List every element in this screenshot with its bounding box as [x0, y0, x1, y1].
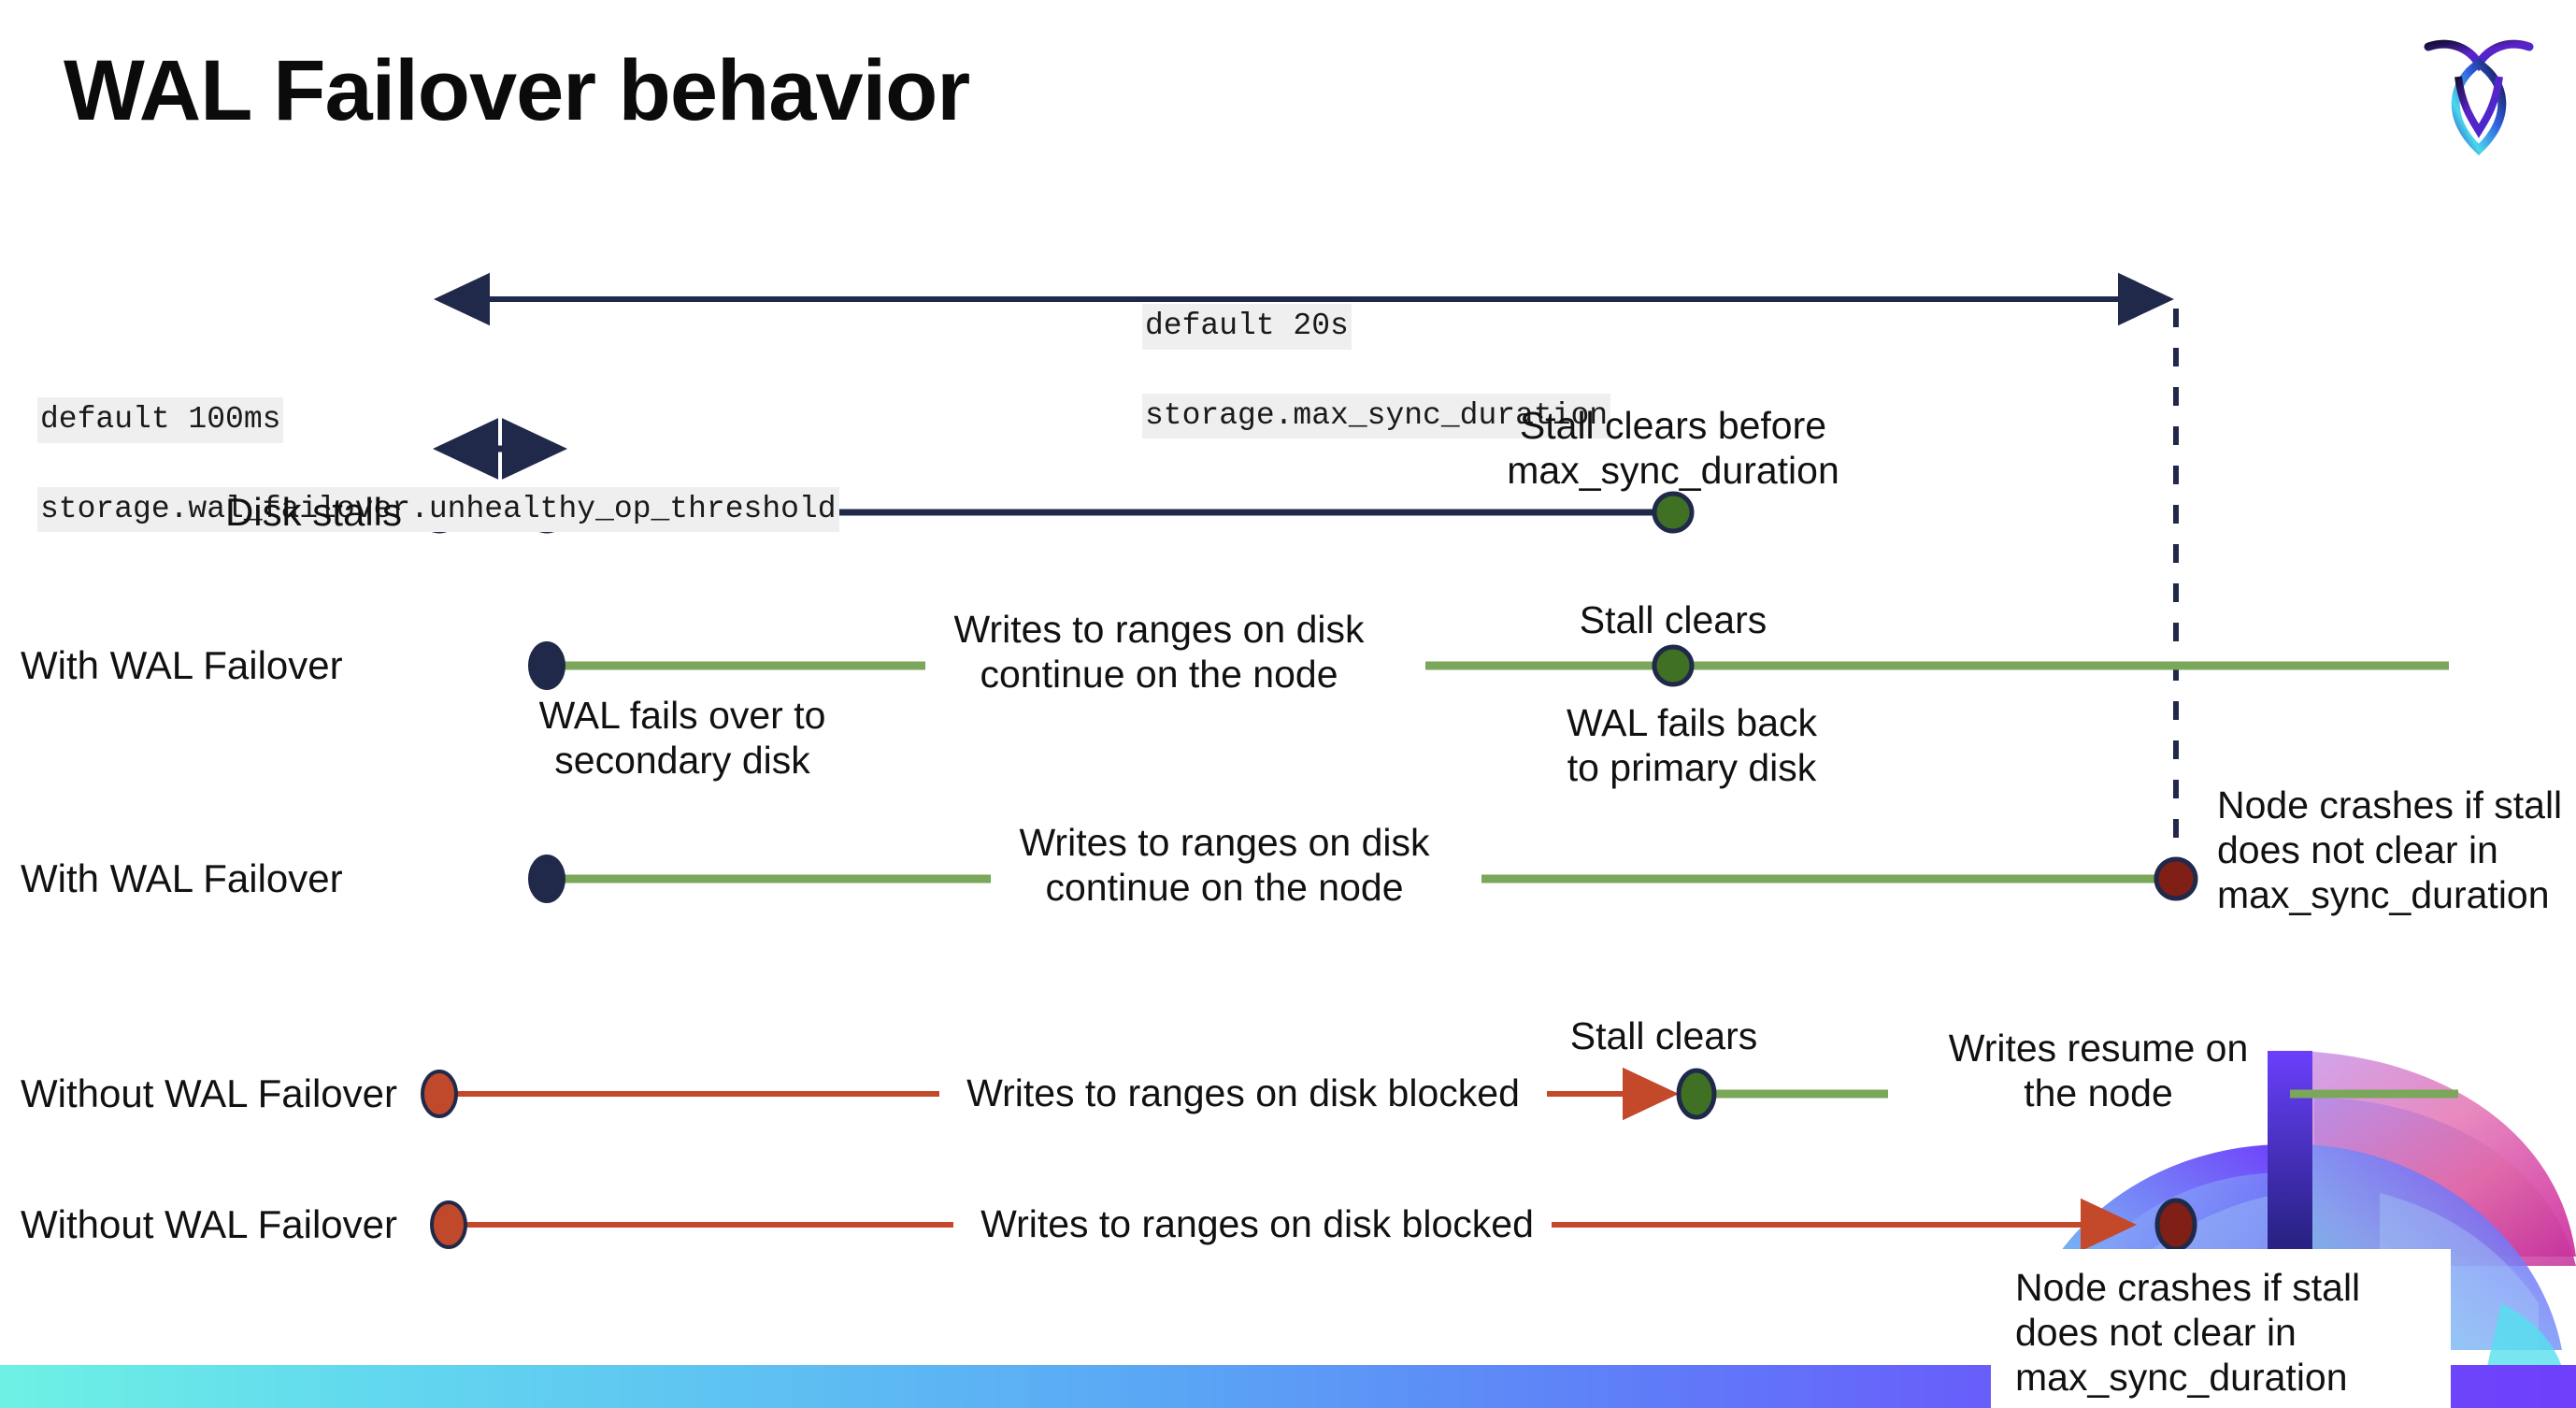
note-wal-fails-over: WAL fails over to secondary disk — [538, 694, 826, 782]
note-writes-blocked-row4: Writes to ranges on disk blocked — [966, 1071, 1520, 1114]
row-label-without-wal-failover-clears: Without WAL Failover — [21, 1071, 397, 1115]
timeline-without-wal-failover-clears — [421, 1067, 2458, 1121]
timeline-without-wal-failover-crash — [430, 1198, 2197, 1252]
timeline-with-wal-failover-clears — [528, 641, 2449, 690]
note-writes-blocked-row5: Writes to ranges on disk blocked — [980, 1202, 1534, 1245]
cockroachdb-logo-icon — [2424, 39, 2534, 156]
note-disk-stall-clears: Stall clears before max_sync_duration — [1507, 404, 1839, 492]
max-sync-duration-setting-chip: default 20s storage.max_sync_duration — [1142, 260, 1611, 439]
unhealthy-op-threshold-setting-label: storage.wal_failover.unhealthy_op_thresh… — [37, 486, 839, 533]
row-label-with-wal-failover-clears: With WAL Failover — [21, 643, 343, 687]
row-label-without-wal-failover-crash: Without WAL Failover — [21, 1202, 397, 1246]
note-stall-clears-row4: Stall clears — [1569, 1014, 1758, 1057]
row-label-with-wal-failover-crash: With WAL Failover — [21, 856, 343, 900]
unhealthy-op-threshold-default-label: default 100ms — [37, 396, 284, 443]
node-crash-callout-row5: Node crashes if stall does not clear in … — [1991, 1249, 2451, 1408]
max-sync-duration-default-label: default 20s — [1142, 303, 1352, 350]
row-label-disk-stalls: Disk stalls — [224, 490, 402, 534]
max-sync-duration-setting-label: storage.max_sync_duration — [1142, 393, 1611, 439]
unhealthy-op-threshold-setting-chip: default 100ms storage.wal_failover.unhea… — [37, 353, 839, 533]
page-title: WAL Failover behavior — [64, 43, 970, 138]
timeline-with-wal-failover-crash — [528, 855, 2198, 903]
note-writes-continue-row3: Writes to ranges on disk continue on the… — [1019, 821, 1430, 909]
note-stall-clears-row2: Stall clears — [1579, 598, 1767, 641]
note-node-crashes-row3: Node crashes if stall does not clear in … — [2217, 783, 2563, 916]
note-wal-fails-back: WAL fails back to primary disk — [1566, 701, 1818, 789]
note-node-crashes-row5: Node crashes if stall does not clear in … — [2015, 1266, 2361, 1399]
note-writes-resume: Writes resume on the node — [1948, 1027, 2249, 1114]
note-writes-continue-row2: Writes to ranges on disk continue on the… — [953, 608, 1365, 696]
